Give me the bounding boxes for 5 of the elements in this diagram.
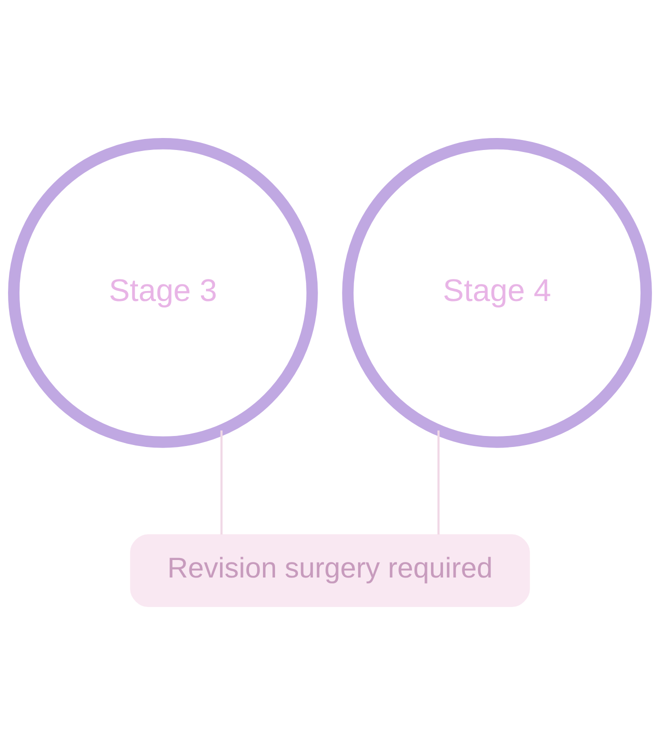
node-circle: Stage 4 [342,138,652,448]
connector [437,430,440,534]
node-box: Revision surgery required [130,534,530,606]
node-circle: Stage 3 [8,138,318,448]
connector [220,430,223,534]
